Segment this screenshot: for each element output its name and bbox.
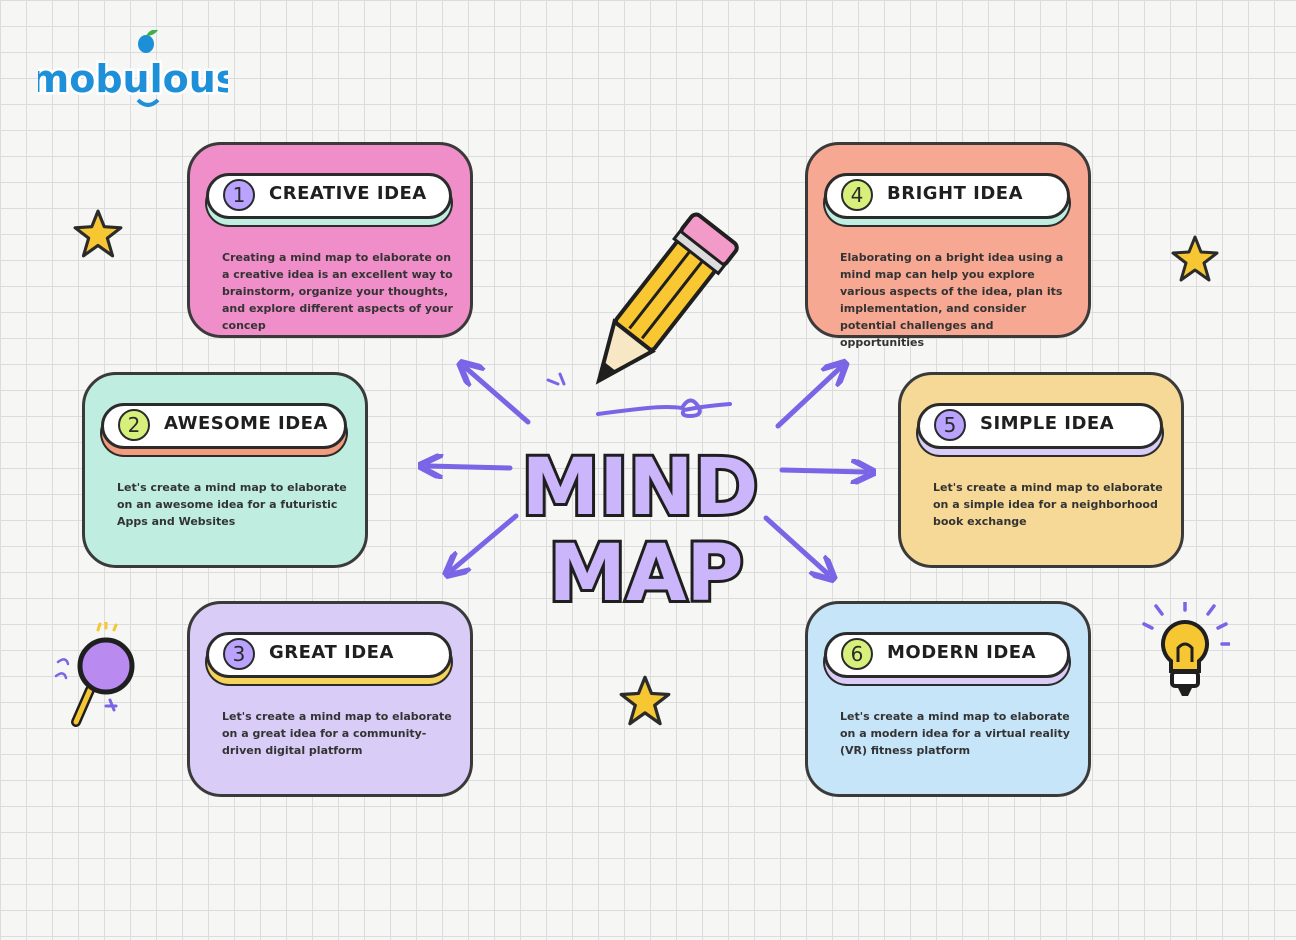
card-header: 3 GREAT IDEA	[206, 632, 452, 678]
logo-text: mobulous	[38, 57, 228, 101]
star-icon	[618, 674, 672, 728]
arrow-icon	[428, 466, 513, 468]
card-title: BRIGHT IDEA	[887, 183, 1024, 204]
arrows	[400, 340, 900, 600]
arrow-icon	[466, 368, 531, 425]
mind-map-title: MIND MAP	[519, 432, 762, 622]
lightbulb-icon	[1140, 600, 1232, 702]
card-body: Let's create a mind map to elaborate on …	[840, 710, 1070, 757]
card-header: 5 SIMPLE IDEA	[917, 403, 1163, 449]
mobulous-logo: mobulous	[27, 29, 241, 116]
card-header: 4 BRIGHT IDEA	[824, 173, 1070, 219]
number-badge: 6	[841, 638, 873, 670]
card-header: 2 AWESOME IDEA	[101, 403, 347, 449]
arrow-icon	[775, 368, 840, 429]
star-icon	[72, 208, 124, 260]
card-awesome-idea: 2 AWESOME IDEA Let's create a mind map t…	[82, 372, 368, 568]
card-title: MODERN IDEA	[887, 642, 1037, 663]
title-line-1: MIND	[522, 443, 759, 533]
card-body: Let's create a mind map to elaborate on …	[222, 710, 452, 757]
card-great-idea: 3 GREAT IDEA Let's create a mind map to …	[187, 601, 473, 797]
magnifier-icon	[52, 620, 142, 732]
card-body: Creating a mind map to elaborate on a cr…	[222, 251, 453, 332]
card-creative-idea: 1 CREATIVE IDEA Creating a mind map to e…	[187, 142, 473, 338]
arrow-icon	[452, 513, 519, 570]
card-bright-idea: 4 BRIGHT IDEA Elaborating on a bright id…	[805, 142, 1091, 349]
card-title: GREAT IDEA	[269, 642, 394, 663]
pencil-icon	[568, 205, 748, 405]
number-badge: 4	[841, 179, 873, 211]
number-badge: 1	[223, 179, 255, 211]
card-header: 1 CREATIVE IDEA	[206, 173, 452, 219]
number-badge: 5	[934, 409, 966, 441]
card-simple-idea: 5 SIMPLE IDEA Let's create a mind map to…	[898, 372, 1184, 568]
arrow-icon	[779, 470, 866, 472]
star-icon	[1170, 234, 1220, 284]
card-body: Let's create a mind map to elaborate on …	[933, 481, 1163, 528]
arrow-icon	[763, 515, 828, 574]
number-badge: 3	[223, 638, 255, 670]
card-modern-idea: 6 MODERN IDEA Let's create a mind map to…	[805, 601, 1091, 797]
card-header: 6 MODERN IDEA	[824, 632, 1070, 678]
title-line-2: MAP	[548, 529, 743, 619]
card-title: AWESOME IDEA	[164, 413, 328, 434]
number-badge: 2	[118, 409, 150, 441]
card-title: SIMPLE IDEA	[980, 413, 1115, 434]
card-body: Let's create a mind map to elaborate on …	[117, 481, 347, 528]
card-body: Elaborating on a bright idea using a min…	[840, 251, 1064, 349]
card-title: CREATIVE IDEA	[269, 183, 427, 204]
